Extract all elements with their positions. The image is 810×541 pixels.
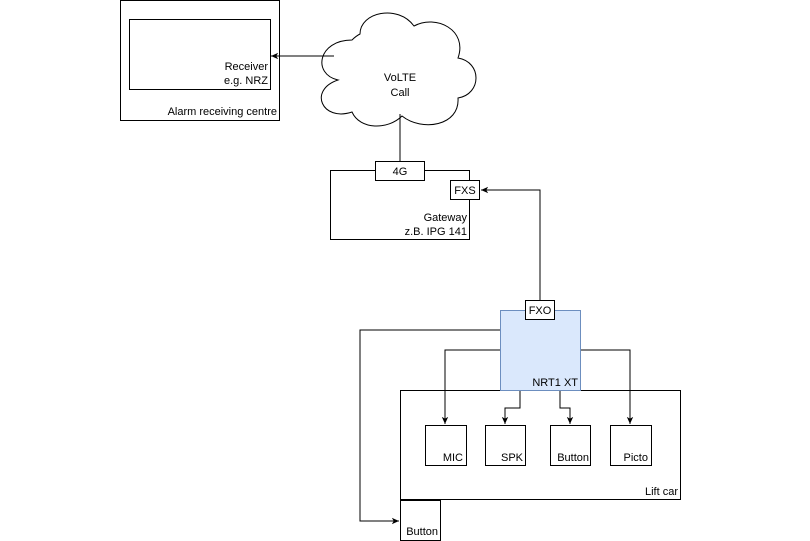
lift-car-label: Lift car: [645, 486, 678, 498]
cloud-label-call: Call: [391, 87, 410, 99]
nrt1-xt-label: NRT1 XT: [532, 377, 578, 389]
lift-car: Lift car MIC SPK Button Picto: [400, 390, 681, 500]
receiver-box: [129, 19, 271, 90]
fxo-to-fxs-connector: [481, 186, 541, 300]
volte-cloud: VoLTE Call: [320, 12, 477, 127]
gateway: 4G FXS Gateway z.B. IPG 141: [330, 161, 480, 240]
nrt-fxo-port: [525, 300, 555, 320]
external-button-label: Button: [406, 526, 438, 538]
car-button-box: [550, 425, 591, 466]
gateway-4g-label: 4G: [393, 166, 408, 178]
nrt-to-mic-connector: [441, 349, 500, 424]
spk-box: [485, 425, 526, 466]
nrt-fxo-label: FXO: [529, 305, 552, 317]
gateway-fxs-port: [450, 180, 480, 200]
nrt1-xt: FXO NRT1 XT: [500, 300, 581, 391]
picto-box: [610, 425, 652, 466]
receiver-example-label: e.g. NRZ: [224, 75, 268, 87]
car-button-label: Button: [557, 452, 589, 464]
gateway-model-label: z.B. IPG 141: [405, 226, 467, 238]
nrt-to-spk-connector: [501, 390, 521, 424]
alarm-receiving-centre: Receiver e.g. NRZ Alarm receiving centre: [120, 0, 280, 121]
gateway-box: [330, 170, 470, 240]
gateway-label: Gateway: [424, 212, 468, 224]
cloud-label-volte: VoLTE: [384, 72, 416, 84]
mic-label: MIC: [443, 452, 463, 464]
external-button: Button: [400, 500, 441, 541]
picto-label: Picto: [624, 452, 648, 464]
alarm-centre-label: Alarm receiving centre: [168, 106, 277, 118]
gateway-fxs-label: FXS: [454, 185, 475, 197]
receiver-label: Receiver: [225, 61, 269, 73]
spk-label: SPK: [501, 452, 524, 464]
cloud-shape: [320, 12, 477, 127]
gateway-4g-port: [375, 161, 425, 181]
nrt-to-picto-connector: [580, 349, 634, 424]
nrt-to-button-connector: [559, 390, 574, 424]
mic-box: [425, 425, 467, 466]
nrt1-xt-box: [500, 310, 581, 391]
nrt-to-external-button-connector: [359, 329, 500, 525]
